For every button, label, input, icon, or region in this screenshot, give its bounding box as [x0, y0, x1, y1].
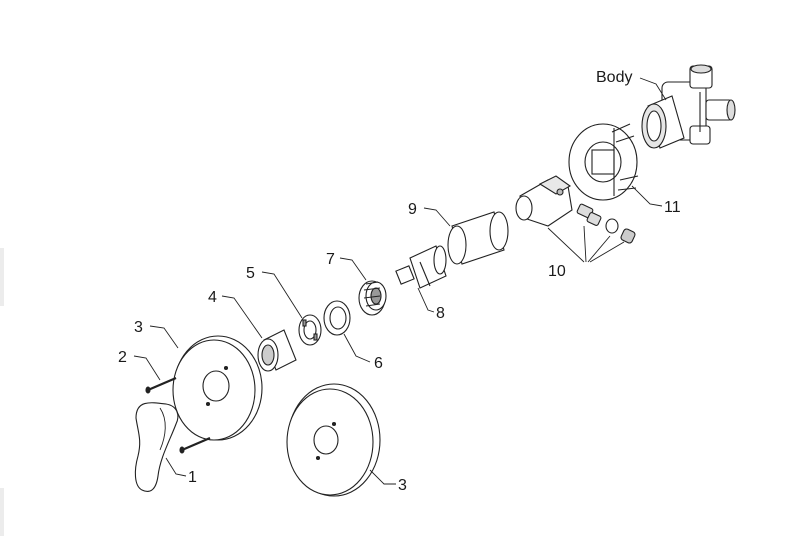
part-9-leader	[423, 207, 451, 227]
valve-body-part	[641, 64, 736, 149]
part-8-cartridge	[395, 245, 447, 289]
part-3a-leader	[149, 325, 179, 349]
part-3-escutcheon-front	[286, 383, 381, 497]
part-6-leader	[343, 333, 371, 363]
part-1-leader	[165, 457, 187, 477]
part-6-label: 6	[374, 355, 383, 372]
part-10-leaders	[547, 225, 625, 263]
part-7-label: 7	[326, 251, 335, 268]
part-3a-label: 3	[134, 319, 143, 336]
part-3b-label: 3	[398, 477, 407, 494]
part-5-label: 5	[246, 265, 255, 282]
part-2-leader	[133, 355, 161, 381]
part-4-leader	[221, 295, 263, 339]
part-10-sleeve	[515, 175, 573, 227]
part-3b-leader	[369, 469, 396, 485]
part-10-screws	[576, 203, 636, 244]
left-edge-mark-1	[0, 248, 4, 306]
part-8-leader	[417, 287, 435, 313]
part-11-label: 11	[664, 199, 681, 216]
part-9-label: 9	[408, 201, 417, 218]
body-label: Body	[596, 69, 632, 86]
part-11-leader	[631, 185, 663, 207]
part-8-label: 8	[436, 305, 445, 322]
part-5-leader	[261, 271, 303, 319]
part-4-label: 4	[208, 289, 217, 306]
part-11-plate	[568, 123, 639, 201]
part-7-nut	[358, 280, 387, 316]
part-5-locknut	[298, 314, 322, 346]
part-7-leader	[339, 257, 367, 281]
part-1-handle	[134, 402, 179, 493]
part-3-escutcheon-rear	[172, 335, 263, 441]
part-4-adapter	[257, 329, 297, 372]
part-6-ring	[323, 300, 351, 336]
part-2-label: 2	[118, 349, 127, 366]
part-10-label: 10	[548, 263, 566, 280]
part-9-cylinder	[447, 211, 509, 265]
part-1-label: 1	[188, 469, 197, 486]
left-edge-mark-2	[0, 488, 4, 536]
part-2-screws	[145, 376, 211, 454]
body-leader	[639, 77, 667, 101]
